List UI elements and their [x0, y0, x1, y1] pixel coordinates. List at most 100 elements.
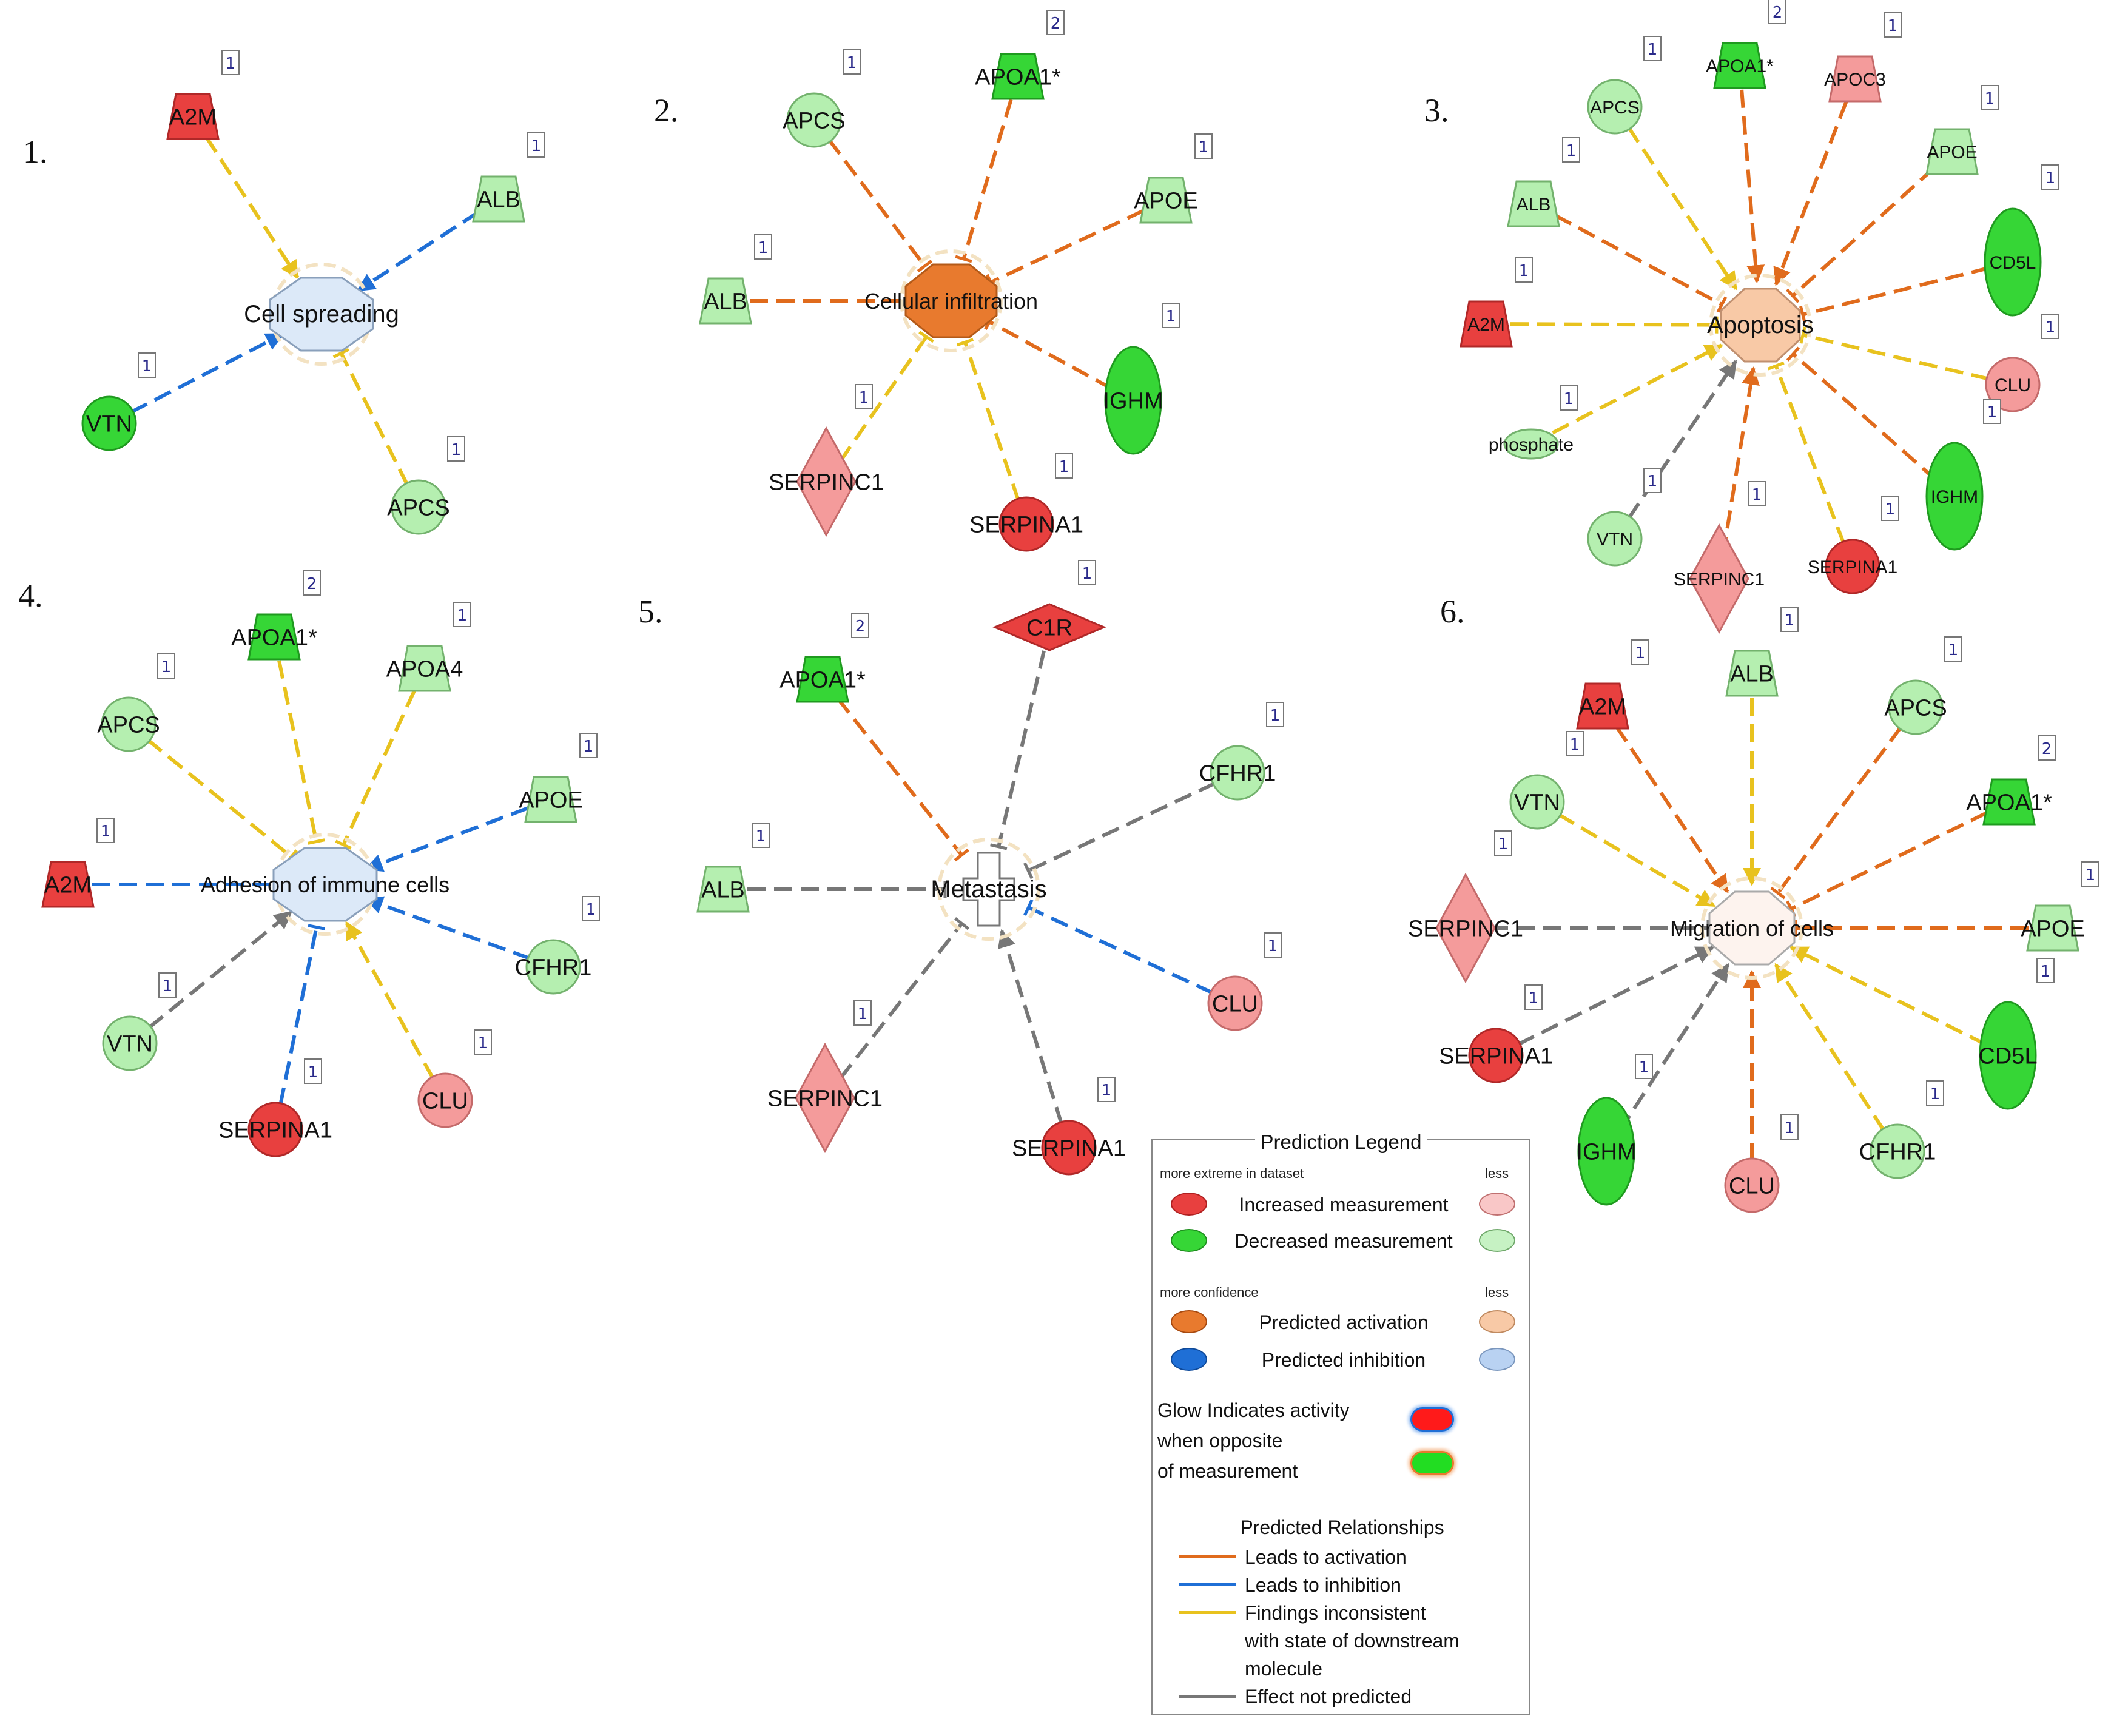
count-badge-value: 1 [1648, 41, 1658, 59]
relationship-edge [988, 320, 1113, 391]
count-badge-value: 1 [859, 389, 869, 407]
count-badge: 1 [1264, 932, 1282, 958]
count-badge-value: 1 [2041, 963, 2051, 981]
molecule-shape [1587, 79, 1643, 135]
function-node-halo [900, 249, 1003, 352]
count-badge-value: 2 [2042, 740, 2052, 758]
relationship-edge [1552, 343, 1723, 435]
count-badge-value: 1 [101, 823, 111, 841]
count-badge-box [851, 613, 869, 638]
legend-rel-inconsistent-label-2: with state of downstream [1245, 1630, 1460, 1652]
count-badge: 1 [1643, 36, 1662, 61]
count-badge-value: 1 [1985, 90, 1995, 108]
molecule-label: CLU [1212, 992, 1258, 1017]
count-badge-box [1884, 12, 1902, 38]
molecule-label: CFHR1 [1199, 761, 1276, 787]
count-badge: 1 [1562, 137, 1580, 163]
count-badge-box [1266, 702, 1284, 727]
count-badge: 1 [1881, 496, 1899, 521]
count-badge: 1 [1631, 639, 1649, 665]
increased-weak-swatch [1479, 1193, 1515, 1216]
not-predicted-line-swatch [1179, 1695, 1236, 1698]
count-badge-box [1494, 830, 1512, 856]
molecule-shape [525, 939, 581, 995]
count-badge: 1 [221, 50, 240, 75]
molecule-label: SERPINA1 [1439, 1044, 1553, 1069]
molecule-label: CD5L [1978, 1044, 2037, 1069]
molecule-label: ALB [1730, 662, 1774, 687]
relationship-edge [130, 332, 284, 414]
molecule-node: APOA1*2 [975, 10, 1065, 100]
inhibition-bar [956, 338, 974, 347]
inhibition-bar [1786, 346, 1800, 362]
legend-glow-line2: when opposite [1157, 1430, 1283, 1452]
count-badge-value: 1 [1270, 707, 1281, 725]
molecule-label: ALB [704, 289, 747, 315]
decreased-strong-swatch [1171, 1229, 1207, 1252]
function-node: Cell spreading [244, 263, 399, 366]
count-badge-box [2041, 314, 2059, 339]
count-badge: 1 [1748, 481, 1766, 506]
count-badge-box [158, 972, 177, 998]
relationship-edge [1027, 781, 1217, 873]
count-badge-box [96, 818, 115, 843]
legend-decreased-label: Decreased measurement [1234, 1230, 1453, 1252]
molecule-shape [41, 861, 95, 908]
function-node-halo [937, 838, 1040, 941]
molecule-shape [102, 1015, 158, 1071]
count-badge: 1 [1162, 303, 1180, 328]
function-node-shape [272, 847, 378, 922]
prediction-legend: Prediction Legend more extreme in datase… [1151, 1131, 1530, 1715]
count-badge-box [527, 132, 545, 158]
count-badge-value: 1 [226, 55, 236, 73]
function-node-label: Adhesion of immune cells [201, 872, 449, 897]
function-node-label: Cellular infiltration [864, 289, 1038, 314]
count-badge: 1 [138, 352, 156, 378]
activation-weak-swatch [1479, 1310, 1515, 1333]
relationship-edge [1627, 360, 1737, 520]
count-badge: 1 [1515, 257, 1533, 283]
molecule-label: CFHR1 [515, 955, 592, 981]
molecule-shape [796, 656, 849, 703]
relationship-edge [997, 650, 1046, 847]
molecule-label: C1R [1026, 616, 1072, 641]
edge-group [750, 99, 1145, 502]
count-badge-value: 2 [307, 575, 317, 593]
count-badge-value: 1 [1082, 565, 1093, 583]
count-badge: 1 [1981, 85, 1999, 110]
molecule-node: APOA1*2 [779, 613, 869, 703]
count-badge-value: 2 [1051, 15, 1061, 33]
count-badge-box [1055, 453, 1073, 479]
function-node-halo [1709, 274, 1812, 377]
molecule-shape [1460, 300, 1513, 348]
molecule-shape [1041, 1120, 1097, 1176]
legend-glow-line3: of measurement [1157, 1460, 1298, 1482]
molecule-label: CLU [1995, 375, 2031, 395]
relationship-edge [364, 896, 531, 961]
molecule-node: CD5L 1 [1978, 958, 2055, 1110]
molecule-shape [417, 1072, 473, 1128]
network-panel-4: 4.Adhesion of immune cellsAPOA1*2APOA41A… [18, 570, 600, 1157]
count-badge: 1 [1097, 1077, 1116, 1102]
count-badge: 1 [1494, 830, 1512, 856]
count-badge-box [1631, 639, 1649, 665]
legend-rel-not-predicted: Effect not predicted [1179, 1683, 1519, 1707]
edge-group [1490, 698, 2029, 1161]
relationship-edge [339, 352, 409, 486]
count-badge-value: 1 [1785, 1119, 1795, 1137]
count-badge-box [855, 384, 873, 409]
count-badge: 1 [1560, 385, 1578, 411]
relationship-edge [146, 738, 293, 858]
count-badge: 1 [1780, 1114, 1799, 1140]
inhibition-bar [917, 260, 933, 273]
count-badge-value: 1 [1930, 1085, 1941, 1103]
molecule-label: CLU [422, 1089, 468, 1114]
